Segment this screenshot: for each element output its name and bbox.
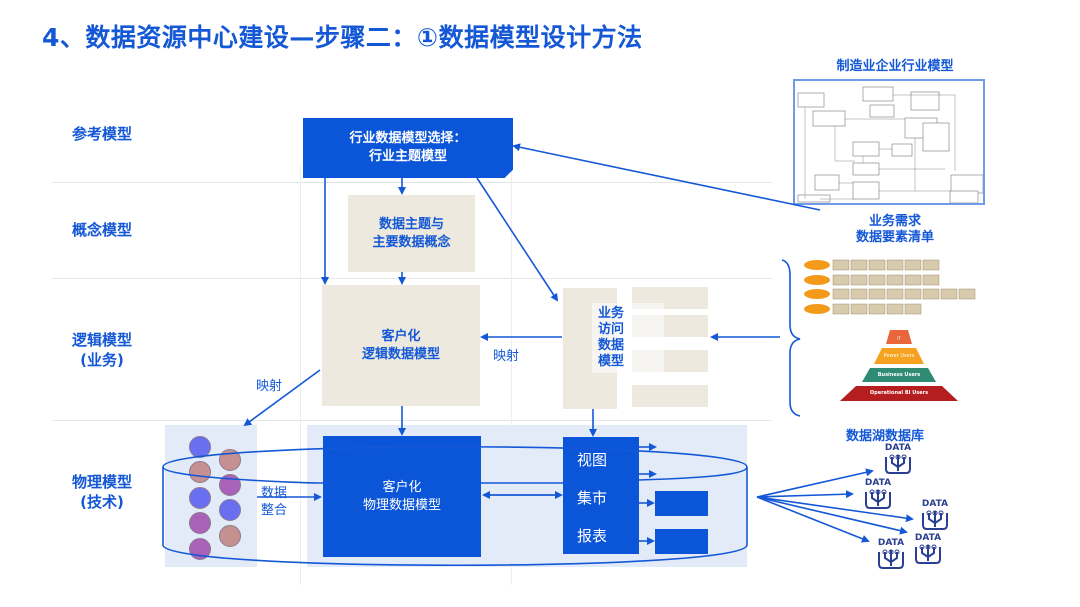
arrow-to-datalake	[756, 496, 914, 523]
business-access-label: 业务 访问 数据 模型	[598, 306, 624, 370]
pyramid-icon	[840, 330, 958, 401]
industry-model-box[interactable]: 行业数据模型选择： 行业主题模型	[303, 118, 513, 178]
arrow-to-datalake	[756, 496, 870, 543]
pyramid-label: Business Users	[877, 372, 921, 378]
data-icon[interactable]: DATA	[878, 443, 918, 478]
business-access-bar	[632, 385, 708, 407]
box-text: 主要数据概念	[372, 234, 451, 250]
concept-box[interactable]: 数据主题与 主要数据概念	[348, 195, 475, 272]
row-label-logical: 逻辑模型 (业务)	[62, 330, 142, 370]
row-divider	[52, 420, 772, 421]
box-text: 行业数据模型选择：	[349, 131, 467, 146]
row-label-subtext: (业务)	[80, 351, 124, 369]
row-divider	[52, 278, 772, 279]
output-block	[655, 491, 708, 516]
data-tree-icon	[885, 454, 911, 474]
data-tree-icon	[915, 544, 941, 564]
view-item-views[interactable]: 视图	[577, 451, 608, 469]
cylinder-top-ellipse-front	[162, 466, 324, 484]
view-item-reports[interactable]: 报表	[577, 527, 608, 545]
data-icon-label: DATA	[921, 499, 949, 509]
erd-diagram-icon	[797, 86, 984, 204]
data-icon[interactable]: DATA	[871, 538, 911, 573]
data-tree-icon	[865, 489, 891, 509]
logical-model-box[interactable]: 客户化 逻辑数据模型	[322, 285, 480, 406]
box-text: 逻辑数据模型	[361, 346, 440, 362]
views-box[interactable]	[563, 437, 639, 554]
label-line: 模型	[598, 354, 625, 369]
data-icon[interactable]: DATA	[858, 478, 898, 513]
row-label-text: 参考模型	[71, 125, 132, 143]
row-divider	[52, 182, 772, 183]
cylinder-edge-right	[638, 466, 748, 481]
data-icon-label: DATA	[864, 478, 892, 488]
row-label-text: 物理模型	[71, 473, 132, 491]
data-source-circle	[189, 487, 211, 509]
pyramid-label: Operational BI Users	[869, 390, 929, 396]
arrow-model-to-industry	[512, 143, 821, 211]
brace	[781, 259, 801, 417]
title-line: 业务需求	[868, 214, 921, 229]
pyramid-tier-operational-bi-users	[840, 386, 958, 401]
data-tree-icon	[878, 549, 904, 569]
industry-model-title: 制造业企业行业模型	[836, 59, 954, 74]
source-panel	[165, 425, 257, 567]
arrow-to-datalake	[756, 468, 874, 498]
requirements-grid-icon	[804, 259, 976, 315]
column-divider	[511, 165, 512, 585]
mapping-label-left: 映射	[256, 379, 283, 394]
data-icon-label: DATA	[914, 533, 942, 543]
arrow-to-datalake	[756, 496, 908, 535]
row-label-conceptual: 概念模型	[62, 220, 142, 240]
data-icon[interactable]: DATA	[908, 533, 948, 568]
cylinder-bottom	[162, 544, 748, 567]
pyramid-label: Power Users	[883, 353, 915, 359]
row-label-text: 概念模型	[71, 221, 132, 239]
data-tree-icon	[922, 510, 948, 530]
label-line: 整合	[261, 503, 288, 518]
view-item-marts[interactable]: 集市	[577, 489, 608, 507]
data-source-circle	[189, 512, 211, 534]
cylinder-top-ellipse	[162, 445, 748, 468]
requirements-grid-thumbnail[interactable]	[803, 257, 988, 317]
requirements-title: 业务需求 数据要素清单	[800, 214, 990, 246]
row-label-subtext: (技术)	[80, 493, 124, 511]
pyramid-tier-business-users	[862, 368, 936, 382]
arrow-to-datalake	[756, 490, 854, 499]
box-text: 物理数据模型	[362, 497, 441, 513]
user-pyramid[interactable]: IT Power Users Business Users Operationa…	[838, 330, 960, 402]
data-icon[interactable]: DATA	[915, 499, 955, 534]
title-line: 数据要素清单	[855, 230, 934, 245]
output-block	[655, 529, 708, 554]
physical-model-box[interactable]: 客户化 物理数据模型	[323, 436, 481, 557]
industry-model-thumbnail[interactable]	[793, 79, 985, 205]
arrow-mapping-left	[243, 369, 321, 427]
box-text: 行业主题模型	[368, 149, 447, 164]
data-icon-label: DATA	[877, 538, 905, 548]
data-icon-label: DATA	[884, 443, 912, 453]
data-source-circle	[189, 436, 211, 458]
pyramid-tier-power-users	[874, 348, 924, 364]
column-divider	[300, 165, 301, 585]
business-access-overlay	[592, 303, 664, 373]
pyramid-label: IT	[897, 336, 901, 341]
box-text: 客户化	[382, 479, 422, 495]
page-title: 4、数据资源中心建设—步骤二：①数据模型设计方法	[42, 23, 643, 52]
label-line: 数据	[598, 338, 625, 353]
arrow-industry-to-business	[476, 177, 559, 302]
label-line: 业务	[598, 306, 625, 321]
row-label-physical: 物理模型 (技术)	[62, 472, 142, 512]
box-text: 数据主题与	[378, 216, 444, 232]
row-label-reference: 参考模型	[62, 124, 142, 144]
row-label-text: 逻辑模型	[71, 331, 132, 349]
data-source-circle	[219, 525, 241, 547]
label-line: 访问	[598, 322, 625, 337]
datalake-title: 数据湖数据库	[845, 429, 924, 444]
pyramid-tier-it	[886, 330, 912, 344]
box-text: 客户化	[381, 328, 421, 344]
data-source-circle	[219, 499, 241, 521]
mapping-label-right: 映射	[493, 349, 520, 364]
data-source-circle	[189, 461, 211, 483]
